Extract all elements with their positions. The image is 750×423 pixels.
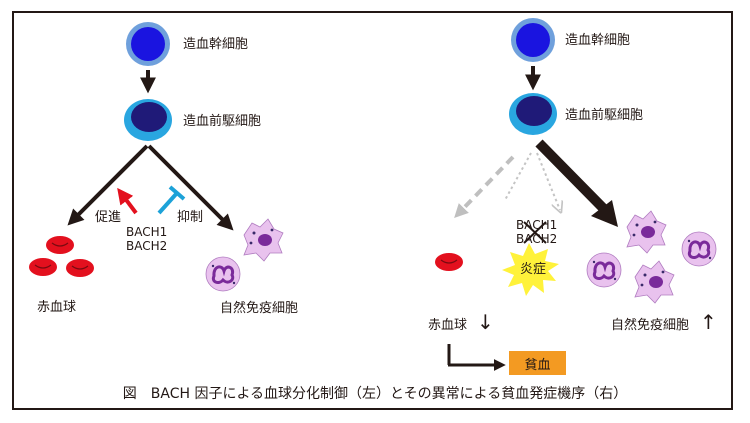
left-hsc-label: 造血幹細胞 <box>183 37 249 52</box>
right-dashed-rbc-arrow <box>454 155 515 219</box>
right-hsc-cell <box>511 18 555 62</box>
left-immune-cells <box>204 218 284 293</box>
right-immune-cells <box>585 210 718 304</box>
left-to-immune-arrow <box>147 144 234 231</box>
right-bach2-label: BACH2 <box>516 232 558 246</box>
left-bach1-label: BACH1 <box>126 225 168 239</box>
suppress-bar <box>157 185 186 215</box>
left-progenitor-label: 造血前駆細胞 <box>183 114 262 129</box>
rbc-down-arrow: ↓ <box>477 310 494 334</box>
suppress-label: 抑制 <box>177 210 204 225</box>
inflammation-label: 炎症 <box>520 262 547 277</box>
anemia-box: 貧血 <box>509 351 566 375</box>
immune-up-arrow: ↑ <box>700 310 717 334</box>
figure-caption: 図 BACH 因子による血球分化制御（左）とその異常による貧血発症機序（右） <box>122 386 628 402</box>
right-progenitor-label: 造血前駆細胞 <box>565 108 644 123</box>
bach-cross-icon <box>523 221 547 244</box>
left-hsc-cell <box>126 22 170 66</box>
right-thick-immune-arrowhead <box>591 200 618 227</box>
right-thick-immune-arrow <box>535 139 607 212</box>
left-bach2-label: BACH2 <box>126 239 168 253</box>
left-rbc-label: 赤血球 <box>37 300 77 315</box>
right-rbc <box>434 252 464 272</box>
right-dotted-bach-lines <box>504 152 560 210</box>
promote-arrow <box>117 187 138 215</box>
left-progenitor-cell <box>124 99 172 141</box>
right-bach1-label: BACH1 <box>516 218 558 232</box>
left-immune-label: 自然免疫細胞 <box>220 301 299 316</box>
figure-frame <box>12 11 733 410</box>
inflammation-burst <box>502 243 559 296</box>
right-progenitor-cell <box>509 93 557 135</box>
left-to-rbc-arrow <box>67 144 149 226</box>
right-hsc-label: 造血幹細胞 <box>565 33 631 48</box>
right-immune-label: 自然免疫細胞 <box>611 318 690 333</box>
right-rbc-label: 赤血球 <box>428 318 468 333</box>
promote-label: 促進 <box>95 210 122 225</box>
left-rbc-group <box>28 235 95 278</box>
